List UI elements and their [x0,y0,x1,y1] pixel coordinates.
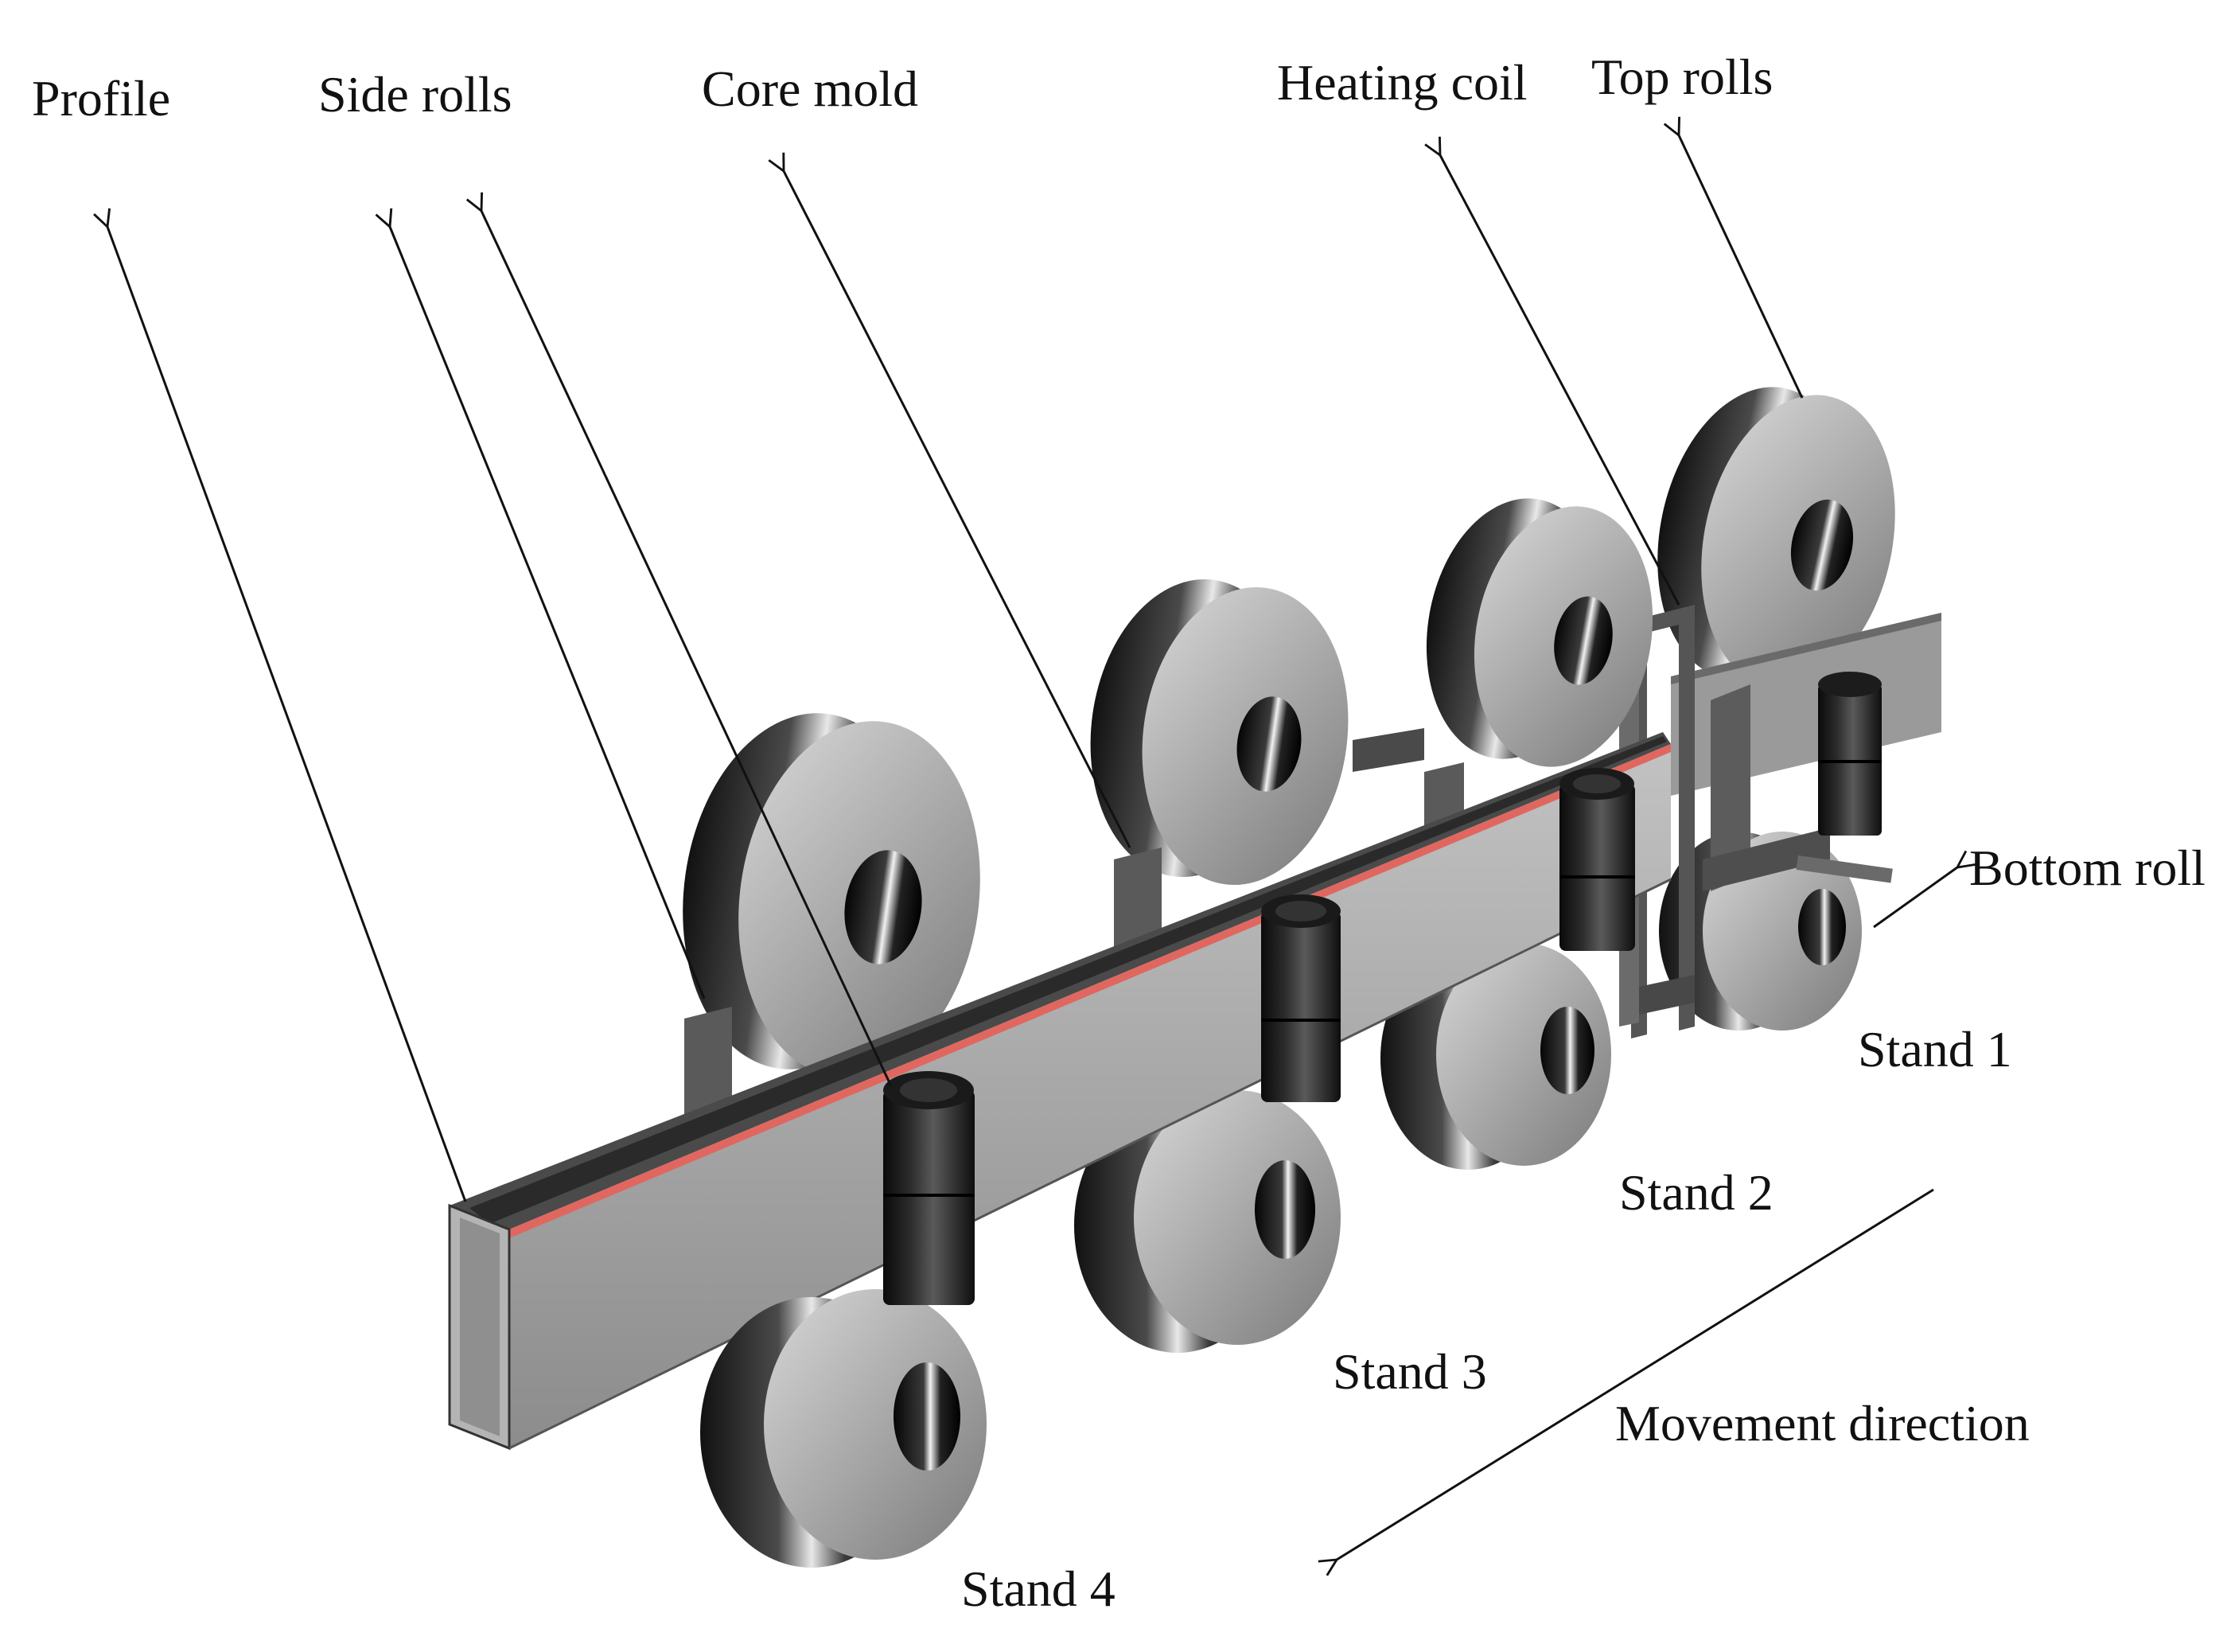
side-roll-stand-4 [883,1071,975,1305]
top-roll-stand-2 [1426,498,1653,767]
label-top-rolls: Top rolls [1591,49,1773,105]
label-stand-4: Stand 4 [961,1560,1116,1617]
top-roll-stand-4 [683,713,980,1077]
movement-direction-arrow [1337,1188,1934,1560]
leader-heating-coil [1440,155,1680,606]
label-stand-3: Stand 3 [1333,1343,1487,1400]
leader-lines [107,135,1957,1560]
leader-side-rolls-a [390,227,706,999]
leader-side-rolls-b [481,211,893,1087]
leader-bottom-roll [1873,867,1957,929]
side-roll-brackets [684,728,1464,1142]
label-side-rolls: Side rolls [318,66,512,123]
label-profile: Profile [32,70,170,127]
label-core-mold: Core mold [702,60,918,117]
side-roll-stand-3 [1261,894,1341,1102]
top-roll-stand-1 [1657,387,1895,688]
label-movement-direction: Movement direction [1615,1395,2030,1451]
label-bottom-roll: Bottom roll [1969,840,2206,896]
leader-top-rolls [1679,135,1804,399]
label-stand-2: Stand 2 [1619,1164,1774,1221]
bottom-roll-stand-4 [700,1289,987,1568]
bottom-roll-stand-2 [1380,943,1611,1170]
leader-core-mold [784,171,1131,848]
side-roll-stand-2 [1559,768,1635,951]
profile [448,732,1672,1451]
label-heating-coil: Heating coil [1277,54,1528,111]
stand-1-frame [1703,684,1893,891]
top-roll-stand-3 [1090,579,1349,886]
bottom-roll-stand-3 [1074,1090,1341,1353]
label-stand-1: Stand 1 [1858,1021,2012,1077]
leader-profile [107,227,467,1202]
side-roll-stand-1 [1818,672,1882,836]
weld-seam [509,744,1671,1238]
